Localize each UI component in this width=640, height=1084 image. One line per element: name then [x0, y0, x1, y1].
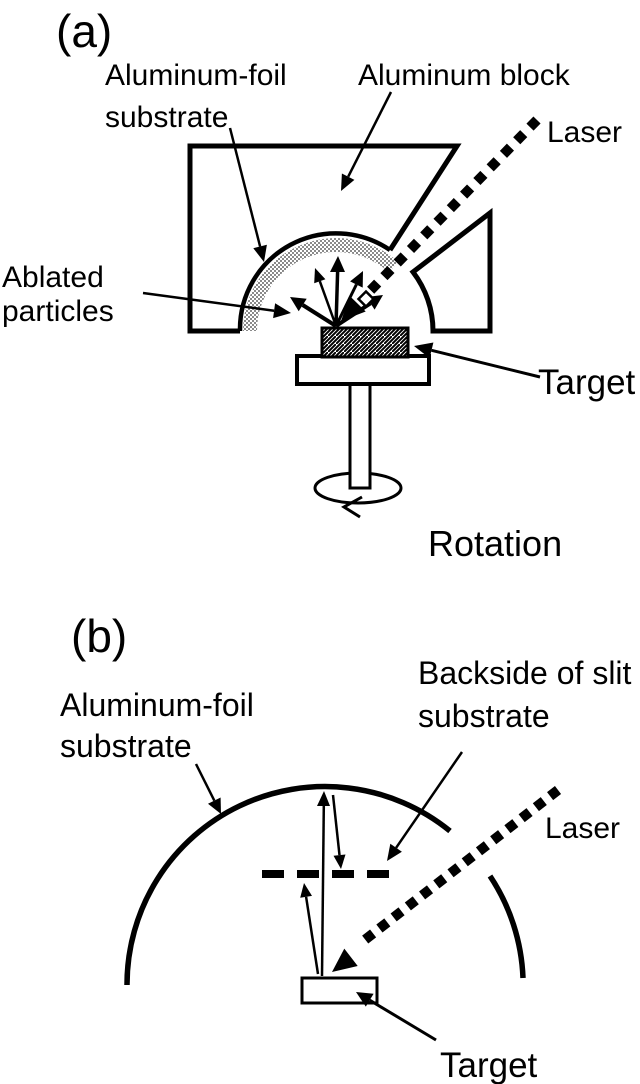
panel-b: (b) — [60, 610, 632, 1084]
laser-beam-a — [341, 116, 541, 321]
aluminum-block-outline — [187, 143, 462, 334]
laser-dot-highlight — [356, 289, 376, 309]
deposition-arrows-b — [300, 791, 346, 977]
label-target-b: Target — [440, 1046, 538, 1084]
rotation-arrowhead-icon — [341, 495, 363, 519]
label-foil-substrate-a-line2: substrate — [105, 101, 228, 134]
panel-a-label: (a) — [56, 5, 112, 57]
label-target-a: Target — [538, 363, 636, 402]
target-block — [320, 326, 410, 359]
label-rotation: Rotation — [428, 523, 562, 564]
block-right-wedge — [409, 207, 493, 334]
label-ablated-line2: particles — [2, 295, 114, 328]
label-foil-substrate-a-line1: Aluminum-foil — [105, 59, 287, 92]
dome-arc — [237, 231, 392, 332]
laser-beam-b — [332, 786, 562, 972]
ablated-particle-arrows — [290, 256, 383, 328]
panel-a: (a) — [2, 5, 636, 564]
label-ablated-line1: Ablated — [2, 261, 104, 294]
annotation-arrows-b — [194, 751, 464, 1042]
label-backside-line1: Backside of slit — [418, 655, 632, 691]
label-foil-substrate-b-line2: substrate — [60, 728, 192, 764]
target-stem — [348, 381, 372, 490]
label-foil-substrate-b-line1: Aluminum-foil — [60, 687, 254, 723]
label-backside-line2: substrate — [418, 698, 550, 734]
annotation-arrows-a — [142, 91, 541, 379]
target-pedestal — [295, 354, 431, 386]
label-aluminum-block: Aluminum block — [358, 59, 571, 92]
label-laser-a: Laser — [547, 116, 622, 149]
panel-b-label: (b) — [71, 610, 127, 662]
aluminum-foil-band — [243, 238, 399, 331]
foil-dome-arc-b-right — [487, 874, 526, 979]
foil-dome-arc-b — [124, 783, 452, 986]
label-laser-b: Laser — [545, 812, 620, 845]
